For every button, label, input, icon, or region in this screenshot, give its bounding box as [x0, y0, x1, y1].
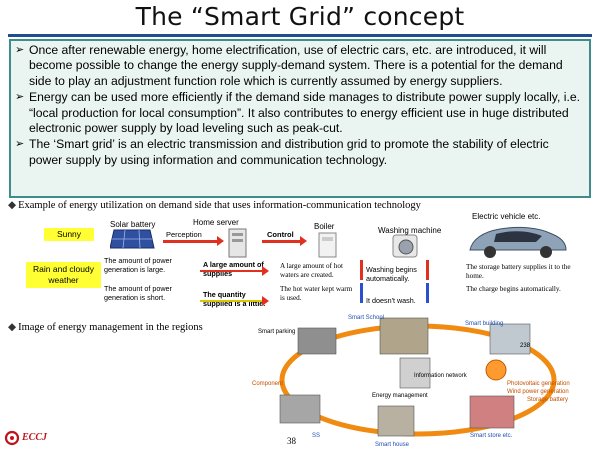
logo-text: ECCJ — [22, 432, 48, 443]
section1-heading: ◆Example of energy utilization on demand… — [8, 200, 421, 211]
control-arrow — [262, 236, 307, 246]
bullet-item: ➢ Energy can be used more efficiently if… — [15, 90, 585, 136]
smart-parking-icon — [297, 327, 337, 355]
smart-parking-label: Smart parking — [258, 329, 296, 335]
power-short-note: The amount of power generation is short. — [104, 284, 172, 302]
smart-school-label: Smart School — [348, 315, 385, 321]
down-arrow-icon — [426, 283, 429, 303]
wind-power-label: Wind power generation — [507, 389, 569, 395]
washing-machine-icon — [392, 234, 418, 258]
smart-house-label: Smart house — [375, 442, 410, 448]
boiler-label: Boiler — [314, 222, 335, 231]
supplies-large-note: A large amount of supplies — [203, 260, 264, 278]
section2-heading: ◆Image of energy management in the regio… — [8, 322, 203, 333]
page-number: 38 — [287, 436, 296, 446]
home-server-label: Home server — [193, 218, 239, 227]
perception-arrow — [163, 236, 224, 246]
page-title: The “Smart Grid” concept — [135, 2, 465, 31]
server-icon — [228, 228, 247, 258]
bullet-arrow-icon: ➢ — [15, 91, 25, 104]
ev-label: Electric vehicle etc. — [472, 212, 541, 221]
bullet-item: ➢ The ‘Smart grid’ is an electric transm… — [15, 137, 585, 168]
route-238-label: 238 — [520, 343, 531, 349]
diamond-bullet-icon: ◆ — [8, 200, 17, 211]
smart-store-icon — [469, 395, 515, 429]
washing-machine-label: Washing machine — [378, 226, 442, 235]
bullet-arrow-icon: ➢ — [15, 138, 25, 151]
smart-school-icon — [379, 317, 429, 355]
perception-label: Perception — [166, 230, 202, 239]
bullet-text: Energy can be used more efficiently if t… — [29, 90, 580, 136]
bullet-item: ➢ Once after renewable energy, home elec… — [15, 43, 585, 89]
charge-begins-note: The charge begins automatically. — [466, 285, 561, 293]
bullet-text: The ‘Smart grid’ is an electric transmis… — [29, 137, 549, 167]
rain-label: Rain and cloudy weather — [26, 262, 101, 288]
smart-house-icon — [279, 394, 321, 424]
storage-battery-label: Storage battery — [527, 397, 569, 403]
storage-supplies-note: The storage battery supplies it to the h… — [466, 263, 571, 280]
up-arrow-icon — [426, 260, 429, 280]
energy-management-label: Energy management — [372, 393, 428, 399]
bullet-arrow-icon: ➢ — [15, 44, 25, 56]
component-label: Component — [252, 381, 284, 387]
control-label: Control — [267, 230, 294, 239]
smart-store-label: Smart store etc. — [470, 433, 513, 439]
supplied-little-note: The quantity supplied is a little. — [203, 290, 266, 308]
solar-battery-label: Solar battery — [110, 220, 156, 229]
smart-building-icon — [489, 323, 531, 355]
title-rule — [8, 34, 592, 37]
washing-begins-note: Washing begins automatically. — [366, 265, 417, 283]
sunny-label: Sunny — [44, 228, 94, 241]
hot-water-note: A large amount of hot waters are created… — [280, 262, 343, 279]
energy-management-icon — [399, 357, 431, 389]
electric-car-icon — [469, 226, 567, 258]
photovoltaic-icon — [485, 359, 507, 381]
information-network-label: Information network — [414, 373, 467, 379]
ss-label: SS — [312, 433, 321, 439]
bullet-text: Once after renewable energy, home electr… — [29, 43, 563, 88]
house-icon — [377, 405, 415, 437]
region-diagram — [279, 317, 557, 437]
boiler-icon — [318, 232, 337, 258]
diamond-bullet-icon: ◆ — [8, 322, 17, 333]
smart-building-label: Smart building — [465, 321, 504, 327]
hot-water-kept-note: The hot water kept warm is used. — [280, 285, 353, 302]
down-arrow-icon — [360, 283, 363, 303]
supply-little-arrow — [200, 296, 269, 306]
solar-panel-icon — [110, 229, 155, 249]
doesnt-wash-note: It doesn't wash. — [366, 296, 416, 305]
up-arrow-icon — [360, 260, 363, 280]
power-large-note: The amount of power generation is large. — [104, 256, 172, 274]
photovoltaic-label: Photovoltaic generation — [507, 381, 570, 387]
supply-large-arrow — [200, 266, 269, 276]
logo-icon — [4, 430, 20, 446]
bullet-box: ➢ Once after renewable energy, home elec… — [9, 39, 591, 198]
